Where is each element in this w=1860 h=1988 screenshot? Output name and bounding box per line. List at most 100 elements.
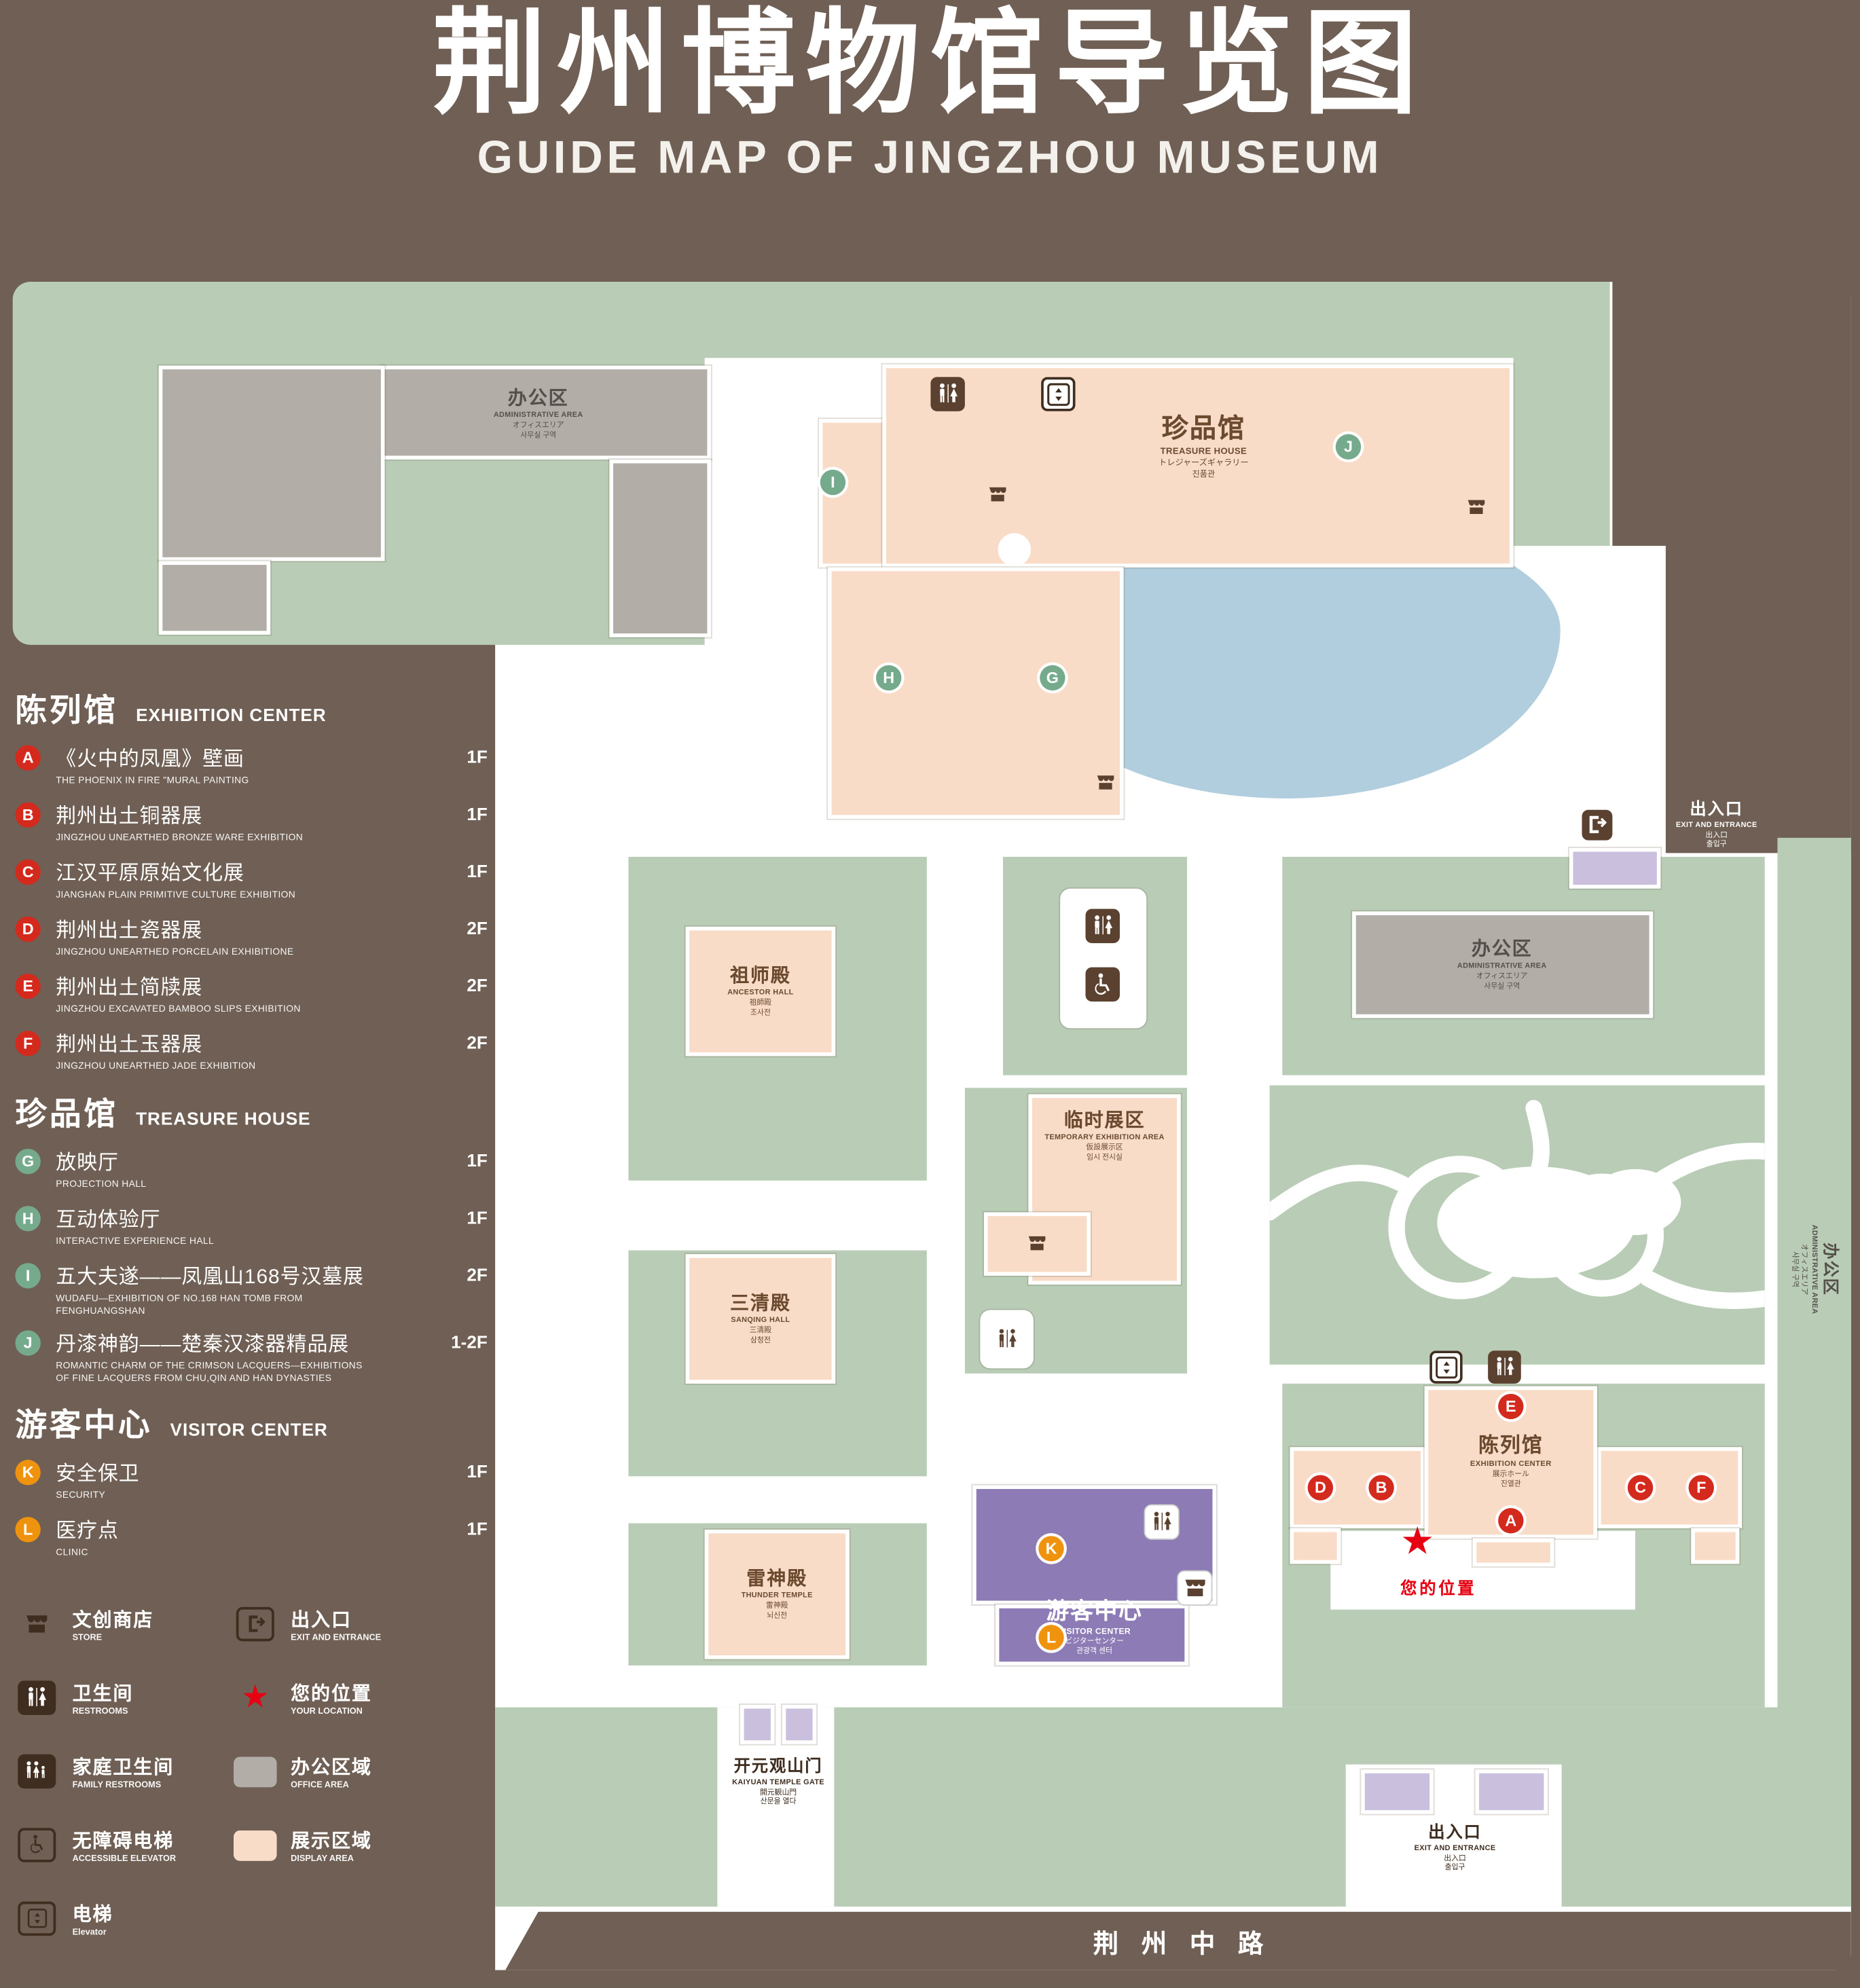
road: 荆州中路 [505, 1911, 1851, 1970]
temporary-exhibition-building [1028, 1094, 1181, 1285]
section-title-zh: 游客中心 [15, 1407, 153, 1443]
label-line-ko: 진열관 [1500, 1481, 1521, 1489]
label-line-ja: トレジャーズギャラリー [1159, 459, 1249, 468]
map-marker-F: F [1688, 1475, 1714, 1501]
item-floor: 1F [467, 860, 488, 881]
restroom-icon [15, 1679, 58, 1717]
visitor-center-lower [995, 1604, 1188, 1665]
label-line-ko: 출입구 [1706, 841, 1727, 849]
store-icon-glyph [18, 1607, 56, 1641]
label-line-en: KAIYUAN TEMPLE GATE [732, 1779, 824, 1787]
label-line-zh: 办公区 [1471, 938, 1533, 961]
admin-nw-wing-top [380, 365, 711, 460]
admin-nw-wing-right [609, 459, 711, 638]
map-marker-B: B [1368, 1475, 1394, 1501]
marker-I: I [15, 1263, 41, 1289]
map-marker-A: A [1498, 1508, 1524, 1534]
gate-building-left [740, 1704, 775, 1744]
marker-D: D [15, 916, 41, 942]
legend-label-en: FAMILY RESTROOMS [72, 1781, 162, 1790]
legend-label-en: OFFICE AREA [291, 1781, 349, 1790]
label-line-en: EXIT AND ENTRANCE [1414, 1845, 1496, 1853]
item-title-zh: 五大夫遂——凤凰山168号汉墓展 [56, 1266, 365, 1289]
display-area-swatch [234, 1830, 277, 1860]
south-exit-building-right [1475, 1769, 1548, 1814]
label-line-zh: 临时展区 [1063, 1109, 1146, 1132]
item-title-en: JIANGHAN PLAIN PRIMITIVE CULTURE EXHIBIT… [56, 888, 296, 900]
your-location-star-icon: ★ [240, 1679, 270, 1715]
lawn-east-strip [1777, 837, 1851, 1716]
northeast-entrance-building [1569, 847, 1661, 889]
label-line-ko: 조사전 [750, 1009, 771, 1017]
admin-east-building [1352, 911, 1654, 1018]
item-title-en: THE PHOENIX IN FIRE "MURAL PAINTING [56, 774, 249, 786]
label-line-ja: ビジターセンター [1065, 1638, 1124, 1646]
section-title-en: TREASURE HOUSE [136, 1108, 311, 1129]
item-title-zh: 荆州出土瓷器展 [56, 920, 203, 942]
restroom-icon [1085, 908, 1120, 944]
section-title-zh: 陈列馆 [15, 693, 118, 729]
label-line-ja: 三清殿 [749, 1327, 772, 1335]
label-line-ko: 출입구 [1444, 1864, 1465, 1873]
item-title-zh: 《火中的凤凰》壁画 [56, 749, 244, 771]
item-title-zh: 互动体验厅 [56, 1209, 161, 1232]
poster-title: 荆州博物馆导览图 GUIDE MAP OF JINGZHOU MUSEUM [0, 5, 1860, 183]
label-line-en: VISITOR CENTER [1058, 1627, 1131, 1636]
label-line-ja: 展示ホール [1492, 1471, 1529, 1479]
label-line-en: ADMINISTRATIVE AREA [493, 411, 583, 420]
legend-label-en: ACCESSIBLE ELEVATOR [72, 1854, 177, 1864]
label-line-en: ADMINISTRATIVE AREA [1457, 963, 1547, 971]
restroom-icon-glyph [18, 1680, 56, 1715]
marker-J: J [15, 1330, 41, 1357]
legend-label-en: YOUR LOCATION [291, 1707, 363, 1716]
item-title-en: CLINIC [56, 1545, 88, 1558]
item-text: 《火中的凤凰》壁画 THE PHOENIX IN FIRE "MURAL PAIN… [56, 741, 441, 787]
map-marker-L: L [1038, 1625, 1064, 1651]
legend-label-zh: 展示区域 [291, 1830, 372, 1852]
item-title-en: PROJECTION HALL [56, 1177, 147, 1190]
label-line-ja: オフィスエリア [1476, 972, 1528, 980]
exit-icon [1582, 809, 1613, 841]
label-line-en: TEMPORARY EXHIBITION AREA [1044, 1134, 1165, 1142]
label-line-ja: オフィスエリア [1800, 1243, 1808, 1295]
marker-K: K [15, 1459, 41, 1485]
item-title-zh: 江汉平原原始文化展 [56, 863, 244, 885]
your-location-star: ★ [1400, 1520, 1435, 1563]
item-title-zh: 荆州出土简牍展 [56, 977, 203, 999]
item-title-zh: 安全保卫 [56, 1462, 140, 1485]
label-line-ja: 仮設展示区 [1086, 1144, 1123, 1152]
item-floor: 2F [467, 974, 488, 995]
label-line-zh: 游客中心 [1046, 1598, 1143, 1624]
label-line-ja: 開元観山門 [759, 1788, 797, 1797]
thunder-temple-building [704, 1529, 850, 1659]
label-line-en: TREASURE HOUSE [1160, 447, 1247, 457]
exhibition-center-tab-bottom [1472, 1538, 1554, 1567]
